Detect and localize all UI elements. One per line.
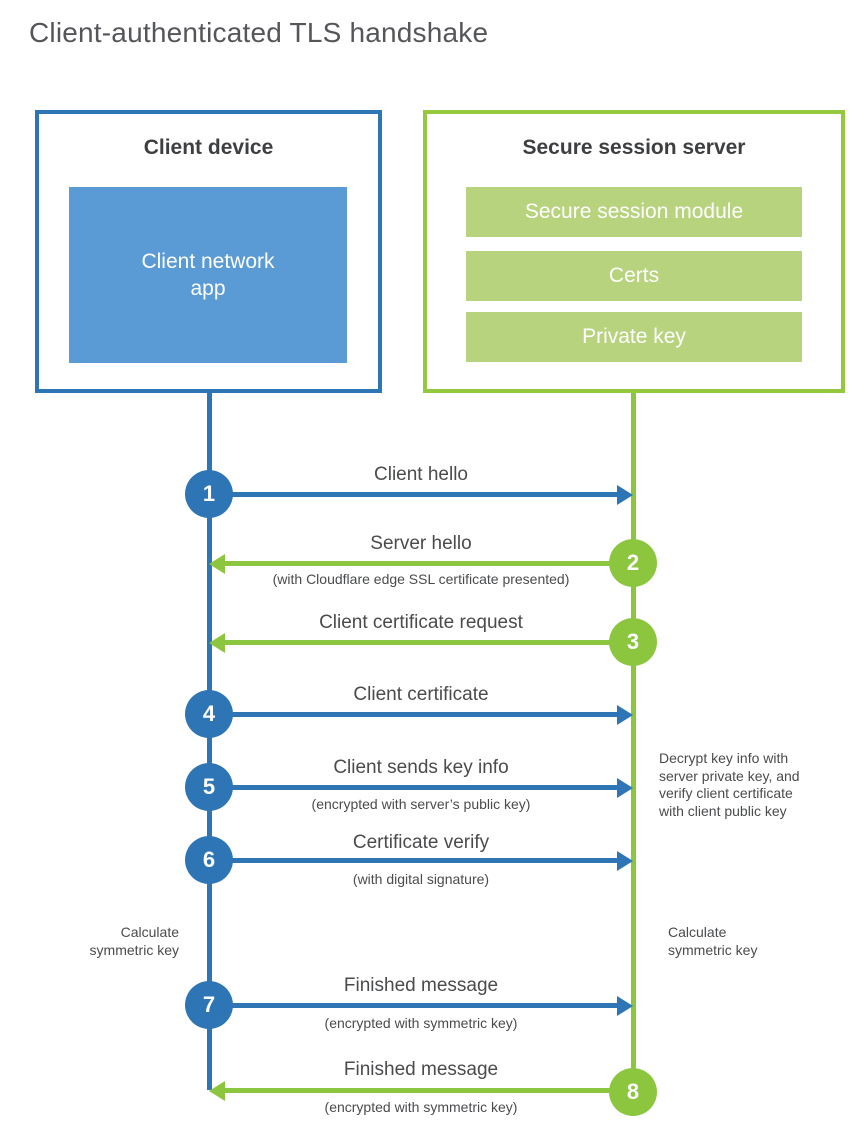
step-8-sublabel: (encrypted with symmetric key) bbox=[324, 1099, 518, 1115]
server-calc-line1: Calculate bbox=[668, 924, 727, 940]
arrow-head-icon bbox=[617, 705, 633, 725]
step-7-badge: 7 bbox=[185, 981, 233, 1029]
server-decrypt-note-line4: with client public key bbox=[659, 802, 787, 819]
arrow-head-icon bbox=[617, 485, 633, 505]
step-6-badge: 6 bbox=[185, 836, 233, 884]
arrow-head-icon bbox=[209, 554, 225, 574]
client-calc-line1: Calculate bbox=[120, 924, 179, 940]
server-lifeline bbox=[631, 393, 636, 1092]
client-app-label-line1: Client network bbox=[141, 250, 275, 273]
server-decrypt-note: Decrypt key info with server private key… bbox=[659, 750, 859, 820]
arrow-shaft bbox=[219, 640, 633, 645]
step-3-label: Client certificate request bbox=[319, 612, 523, 633]
page-title: Client-authenticated TLS handshake bbox=[29, 17, 489, 48]
arrow-shaft bbox=[219, 561, 633, 566]
server-module-certs: Certs bbox=[466, 251, 802, 301]
step-3-badge: 3 bbox=[609, 618, 657, 666]
server-module-secure-session: Secure session module bbox=[466, 187, 802, 237]
step-2-label: Server hello bbox=[370, 533, 472, 554]
arrow-shaft bbox=[209, 712, 623, 717]
arrow-head-icon bbox=[209, 1081, 225, 1101]
client-calculate-symmetric-key-note: Calculate symmetric key bbox=[29, 924, 179, 959]
step-2-badge: 2 bbox=[609, 539, 657, 587]
client-app-label-line2: app bbox=[190, 277, 226, 300]
step-4-arrow-right bbox=[209, 705, 633, 725]
client-device-box: Client device Client network app bbox=[35, 110, 382, 393]
arrow-head-icon bbox=[617, 778, 633, 798]
arrow-head-icon bbox=[617, 996, 633, 1016]
arrow-shaft bbox=[209, 492, 623, 497]
step-3-arrow-left bbox=[209, 633, 633, 653]
arrow-shaft bbox=[209, 785, 623, 790]
server-calc-line2: symmetric key bbox=[668, 941, 758, 958]
step-8-badge: 8 bbox=[609, 1068, 657, 1116]
client-calc-line2: symmetric key bbox=[89, 941, 179, 958]
step-6-label: Certificate verify bbox=[352, 832, 490, 853]
step-1-label: Client hello bbox=[374, 464, 468, 485]
step-1-badge: 1 bbox=[185, 470, 233, 518]
step-6-sublabel: (with digital signature) bbox=[352, 871, 490, 887]
server-calculate-symmetric-key-note: Calculate symmetric key bbox=[668, 924, 818, 959]
server-decrypt-note-line2: server private key, and bbox=[659, 767, 800, 784]
step-7-arrow-right bbox=[209, 996, 633, 1016]
arrow-shaft bbox=[209, 858, 623, 863]
step-7-sublabel: (encrypted with symmetric key) bbox=[324, 1015, 518, 1031]
step-7-label: Finished message bbox=[343, 975, 499, 996]
client-lifeline bbox=[207, 393, 212, 1090]
arrow-head-icon bbox=[209, 633, 225, 653]
arrow-shaft bbox=[219, 1088, 633, 1093]
step-5-sublabel: (encrypted with server’s public key) bbox=[311, 796, 531, 812]
server-decrypt-note-line3: verify client certificate bbox=[659, 785, 793, 801]
step-5-badge: 5 bbox=[185, 763, 233, 811]
step-2-sublabel: (with Cloudflare edge SSL certificate pr… bbox=[272, 571, 570, 587]
arrow-head-icon bbox=[617, 851, 633, 871]
server-decrypt-note-line1: Decrypt key info with bbox=[659, 750, 789, 766]
step-5-arrow-right bbox=[209, 778, 633, 798]
step-4-badge: 4 bbox=[185, 690, 233, 738]
server-title: Secure session server bbox=[522, 136, 746, 159]
step-8-label: Finished message bbox=[343, 1059, 499, 1080]
step-6-arrow-right bbox=[209, 851, 633, 871]
step-5-label: Client sends key info bbox=[333, 757, 509, 778]
step-8-arrow-left bbox=[209, 1081, 633, 1101]
secure-session-server-box: Secure session server Secure session mod… bbox=[423, 110, 845, 393]
arrow-shaft bbox=[209, 1003, 623, 1008]
client-network-app-box: Client network app bbox=[69, 187, 347, 363]
step-1-arrow-right bbox=[209, 485, 633, 505]
server-module-private-key: Private key bbox=[466, 312, 802, 362]
step-4-label: Client certificate bbox=[353, 684, 489, 705]
client-device-title: Client device bbox=[143, 136, 274, 159]
step-2-arrow-left bbox=[209, 554, 633, 574]
